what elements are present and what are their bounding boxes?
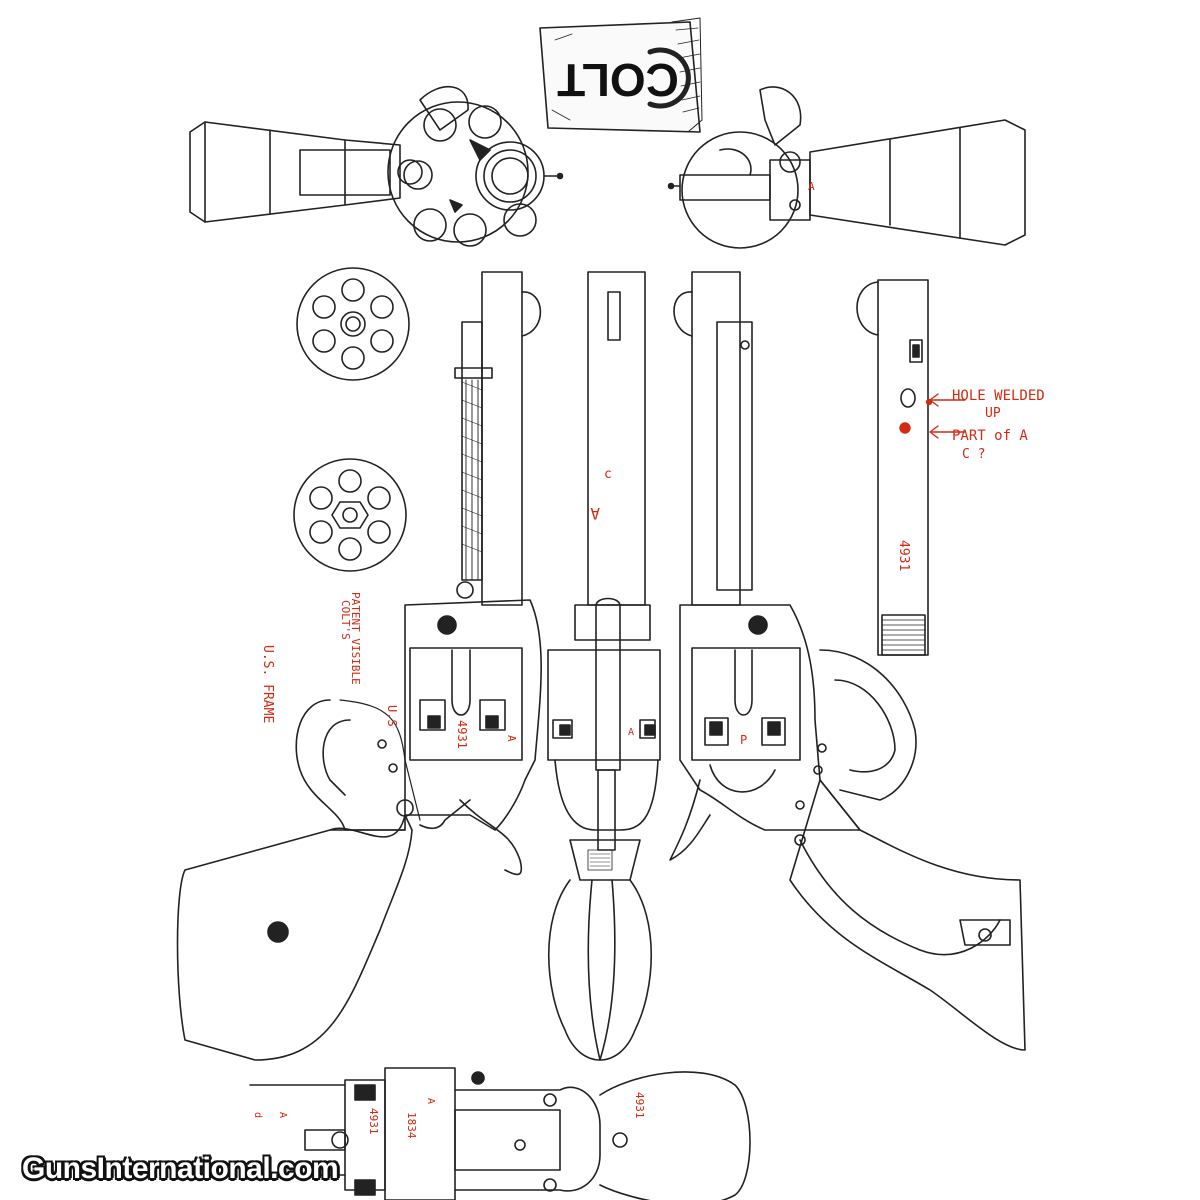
annotation-hole-up: UP — [985, 406, 1001, 421]
annotation-hole-welded: HOLE WELDED — [952, 388, 1045, 404]
annotation-serial-ejector: 4931 — [896, 540, 911, 571]
watermark: GunsInternational.com — [22, 1152, 339, 1185]
right-side-view-revolver — [669, 271, 1026, 1051]
colt-logo-flag: COLT — [539, 17, 703, 133]
annotation-a-mark-center: A — [628, 727, 634, 738]
annotation-patent-visible: PATENT VISIBLE — [349, 592, 362, 685]
annotation-a-mark-barrel: A — [590, 504, 600, 523]
annotation-inspector-left: A — [505, 735, 518, 742]
top-view-butt-right: A — [667, 86, 1026, 249]
annotation-inspector-bottom: A — [425, 1098, 436, 1104]
annotation-part-of: PART of A — [952, 428, 1028, 444]
annotation-serial-bottom: 4931 — [367, 1108, 380, 1135]
bottom-view-revolver — [249, 1067, 751, 1200]
center-top-view-revolver — [547, 271, 661, 1061]
top-view-muzzle-left — [189, 86, 564, 247]
annotation-us-frame: U.S. FRAME — [260, 645, 275, 723]
cylinder-rear-view — [296, 267, 410, 381]
left-side-view-revolver — [176, 271, 542, 1061]
annotation-us-mark: U.S — [385, 705, 399, 727]
annotation-a-bottom: A — [277, 1112, 288, 1118]
annotation-serial-alt-bottom: 1834 — [405, 1112, 418, 1139]
annotation-arrows — [899, 393, 966, 439]
annotation-part-c: C ? — [962, 447, 985, 462]
colt-logo-text: COLT — [557, 54, 679, 106]
annotation-serial-left: 4931 — [455, 720, 469, 749]
annotation-colts-line1: COLT'S — [339, 600, 352, 640]
annotation-c-mark: c — [604, 467, 612, 482]
cylinder-front-view — [293, 458, 407, 572]
annotation-p-mark: P — [740, 733, 747, 747]
ejector-housing-detail — [856, 279, 929, 656]
butt-view-mark: A — [808, 180, 815, 193]
annotation-d-bottom: d — [252, 1112, 263, 1118]
annotation-serial-grip: 4931 — [633, 1092, 646, 1119]
